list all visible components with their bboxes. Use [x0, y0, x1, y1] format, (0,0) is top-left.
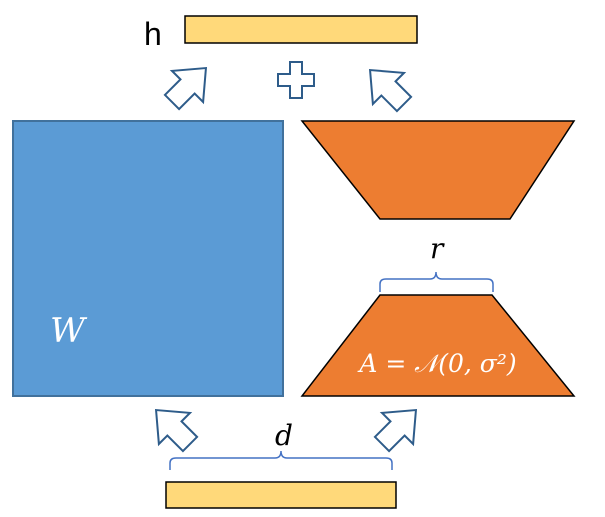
pretrained-weight-block [12, 120, 284, 397]
arrow-up-left-lower-icon [154, 408, 199, 453]
arrow-up-left-icon [368, 68, 413, 113]
rank-label: r [430, 232, 445, 265]
matrix-b-trapezoid [300, 120, 576, 220]
output-label: h [144, 16, 162, 52]
input-vector [165, 481, 397, 509]
dim-label: d [275, 419, 293, 452]
matrix-a-trapezoid [300, 294, 576, 397]
arrow-up-right-lower-icon [373, 408, 418, 453]
output-vector [184, 15, 418, 44]
plus-icon [277, 61, 315, 99]
dim-brace [169, 450, 393, 470]
a-init-label: A = 𝒩(0, σ²) [357, 349, 516, 378]
rank-brace [379, 271, 494, 292]
weight-label: W [50, 311, 88, 351]
arrow-up-right-icon [163, 66, 208, 111]
